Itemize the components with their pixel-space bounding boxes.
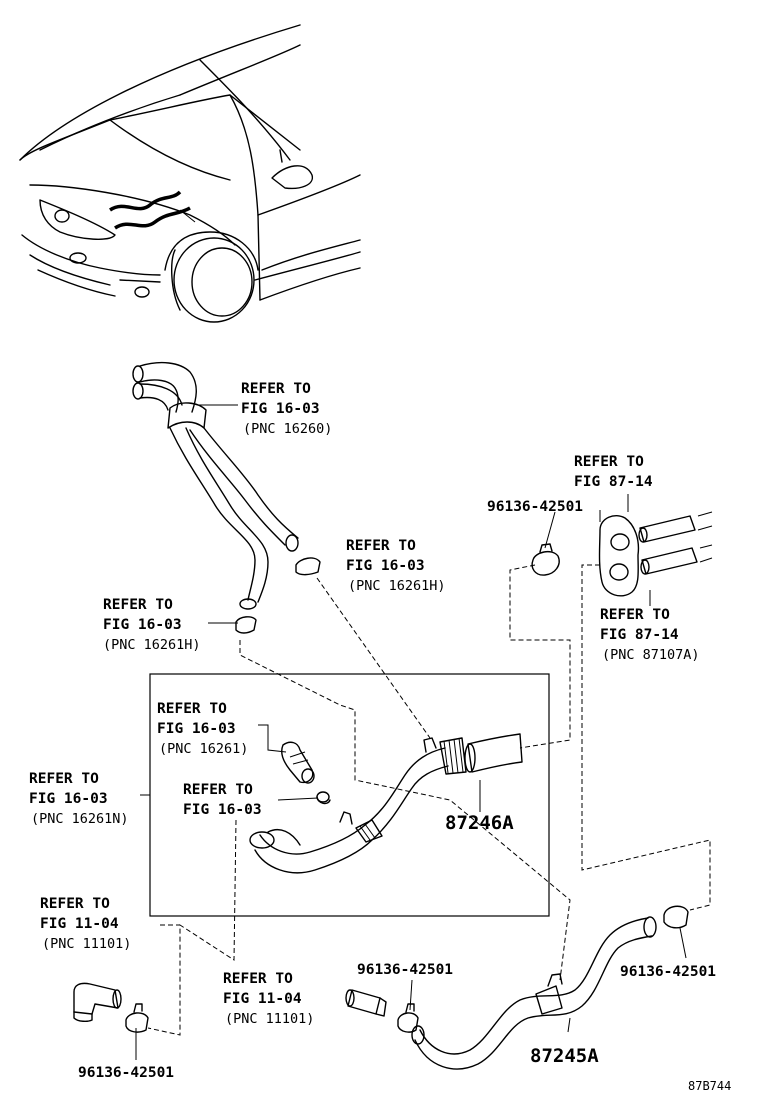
svg-text:(PNC 16261): (PNC 16261) bbox=[159, 741, 248, 757]
svg-text:FIG 87-14: FIG 87-14 bbox=[574, 474, 653, 490]
svg-text:FIG 11-04: FIG 11-04 bbox=[223, 991, 302, 1007]
hose-clip-top bbox=[531, 543, 560, 576]
label-part-87245a: 87245A bbox=[530, 1045, 599, 1067]
svg-text:(PNC 16261H): (PNC 16261H) bbox=[103, 637, 201, 653]
leader-lines bbox=[135, 404, 711, 1060]
label-refer-fig-16-03-plain: REFER TO FIG 16-03 bbox=[183, 782, 262, 818]
label-refer-fig-16-03-pnc-16261h-left: REFER TO FIG 16-03 (PNC 16261H) bbox=[103, 597, 201, 653]
label-refer-fig-16-03-pnc-16261h-right: REFER TO FIG 16-03 (PNC 16261H) bbox=[346, 538, 446, 594]
svg-text:FIG 16-03: FIG 16-03 bbox=[346, 558, 425, 574]
label-clip-center: 96136-42501 bbox=[357, 962, 453, 978]
svg-text:REFER TO: REFER TO bbox=[103, 597, 173, 613]
svg-text:(PNC 87107A): (PNC 87107A) bbox=[602, 647, 700, 663]
svg-text:REFER TO: REFER TO bbox=[600, 607, 670, 623]
label-refer-fig-11-04-left: REFER TO FIG 11-04 (PNC 11101) bbox=[40, 896, 131, 952]
svg-text:(PNC 11101): (PNC 11101) bbox=[42, 936, 131, 952]
svg-text:FIG 11-04: FIG 11-04 bbox=[40, 916, 119, 932]
svg-text:FIG 16-03: FIG 16-03 bbox=[29, 791, 108, 807]
svg-text:REFER TO: REFER TO bbox=[574, 454, 644, 470]
svg-text:87246A: 87246A bbox=[445, 812, 514, 834]
svg-text:(PNC 16260): (PNC 16260) bbox=[243, 421, 332, 437]
heater-hose-87245a bbox=[411, 916, 657, 1070]
connector-87107a bbox=[598, 511, 713, 597]
label-part-87246a: 87246A bbox=[445, 812, 514, 834]
clip-16-03 bbox=[316, 791, 331, 805]
svg-text:(PNC 11101): (PNC 11101) bbox=[225, 1011, 314, 1027]
label-refer-fig-16-03-pnc-16260: REFER TO FIG 16-03 (PNC 16260) bbox=[241, 381, 332, 437]
diagram-code: 87B744 bbox=[688, 1079, 731, 1093]
svg-text:96136-42501: 96136-42501 bbox=[620, 964, 716, 980]
svg-text:96136-42501: 96136-42501 bbox=[487, 499, 583, 515]
svg-text:(PNC 16261N): (PNC 16261N) bbox=[31, 811, 129, 827]
svg-text:REFER TO: REFER TO bbox=[346, 538, 416, 554]
svg-text:96136-42501: 96136-42501 bbox=[78, 1065, 174, 1081]
label-clip-right: 96136-42501 bbox=[620, 964, 716, 980]
svg-text:FIG 16-03: FIG 16-03 bbox=[157, 721, 236, 737]
hose-clip-center bbox=[397, 1003, 419, 1033]
svg-text:(PNC 16261H): (PNC 16261H) bbox=[348, 578, 446, 594]
svg-text:REFER TO: REFER TO bbox=[223, 971, 293, 987]
svg-text:FIG 16-03: FIG 16-03 bbox=[183, 802, 262, 818]
svg-text:REFER TO: REFER TO bbox=[183, 782, 253, 798]
svg-text:REFER TO: REFER TO bbox=[40, 896, 110, 912]
water-pipe-87246a bbox=[249, 733, 523, 874]
label-refer-fig-16-03-pnc-16261: REFER TO FIG 16-03 (PNC 16261) bbox=[157, 701, 248, 757]
label-clip-top: 96136-42501 bbox=[487, 499, 583, 515]
label-refer-fig-87-14-pnc-87107a: REFER TO FIG 87-14 (PNC 87107A) bbox=[600, 607, 700, 663]
label-refer-fig-11-04-center: REFER TO FIG 11-04 (PNC 11101) bbox=[223, 971, 314, 1027]
svg-text:REFER TO: REFER TO bbox=[29, 771, 99, 787]
car-illustration bbox=[19, 24, 361, 323]
svg-text:96136-42501: 96136-42501 bbox=[357, 962, 453, 978]
hose-clip-right bbox=[663, 905, 689, 929]
svg-text:87245A: 87245A bbox=[530, 1045, 599, 1067]
svg-text:87B744: 87B744 bbox=[688, 1079, 731, 1093]
valve-16261 bbox=[281, 741, 315, 784]
pipe-11101-center bbox=[345, 989, 387, 1017]
svg-text:REFER TO: REFER TO bbox=[157, 701, 227, 717]
heater-hose-upper bbox=[132, 361, 321, 634]
svg-text:FIG 87-14: FIG 87-14 bbox=[600, 627, 679, 643]
svg-text:FIG 16-03: FIG 16-03 bbox=[241, 401, 320, 417]
svg-text:REFER TO: REFER TO bbox=[241, 381, 311, 397]
label-refer-fig-87-14-top: REFER TO FIG 87-14 bbox=[574, 454, 653, 490]
svg-text:FIG 16-03: FIG 16-03 bbox=[103, 617, 182, 633]
hose-clip-bottom-left bbox=[125, 1003, 149, 1033]
elbow-11101 bbox=[73, 982, 122, 1023]
label-clip-bottom-left: 96136-42501 bbox=[78, 1065, 174, 1081]
label-refer-fig-16-03-pnc-16261n: REFER TO FIG 16-03 (PNC 16261N) bbox=[29, 771, 129, 827]
